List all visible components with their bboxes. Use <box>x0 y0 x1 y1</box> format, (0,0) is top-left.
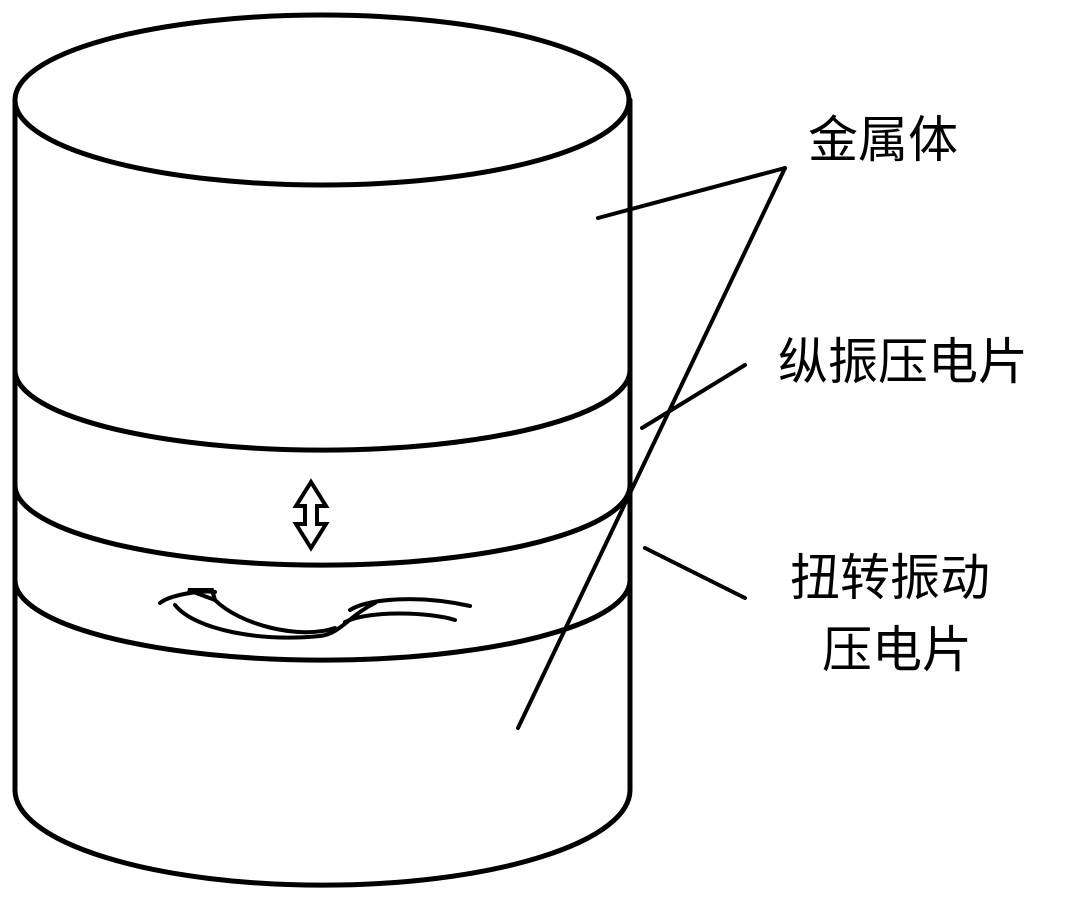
torsional-piezo-label-line1: 扭转振动 <box>790 549 990 607</box>
torsional-piezo-label-line2: 压电片 <box>822 621 972 679</box>
torsional-piezo-lower-edge <box>12 577 633 663</box>
longitudinal-piezo-lower-edge <box>12 482 633 568</box>
torsional-vibration-arrows-icon <box>158 588 472 640</box>
leader-line-metal-body-bottom <box>516 166 787 730</box>
metal-body-label: 金属体 <box>808 111 958 169</box>
leader-line-longitudinal-piezo <box>640 363 747 430</box>
cylinder-bottom-edge <box>12 787 633 888</box>
metal-body-lower-edge <box>12 367 633 453</box>
leader-line-metal-body-top <box>596 166 787 220</box>
leader-line-torsional-piezo <box>643 546 747 600</box>
longitudinal-vibration-arrow-icon <box>292 478 330 552</box>
longitudinal-piezo-label: 纵振压电片 <box>778 333 1028 391</box>
cylinder-top-face <box>12 12 632 188</box>
